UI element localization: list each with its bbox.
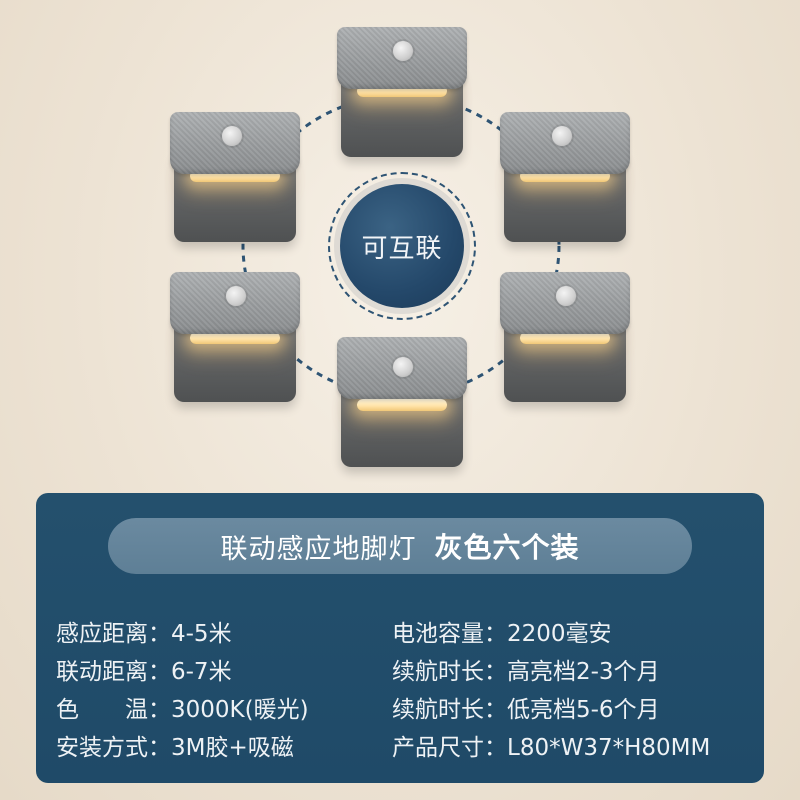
motion-sensor-icon (552, 126, 572, 146)
badge-ring (328, 172, 476, 320)
lamp-upper-right (500, 112, 630, 242)
spec-row: 色 温：3000K(暖光) (56, 690, 309, 724)
spec-key: 联动距离： (56, 659, 171, 685)
motion-sensor-icon (393, 357, 413, 377)
spec-value: 4-5米 (171, 621, 232, 647)
lamp-light-strip (520, 332, 610, 344)
spec-row: 电池容量：2200毫安 (392, 614, 612, 648)
spec-row: 安装方式：3M胶+吸磁 (56, 728, 294, 762)
spec-value: 2200毫安 (507, 621, 612, 647)
spec-value: L80*W37*H80MM (507, 735, 711, 761)
spec-value: 3M胶+吸磁 (171, 735, 294, 761)
spec-value: 高亮档2-3个月 (507, 659, 660, 685)
spec-row: 续航时长：低亮档5-6个月 (392, 690, 660, 724)
spec-key: 续航时长： (392, 659, 507, 685)
product-name: 联动感应地脚灯 (220, 533, 417, 565)
spec-key: 产品尺寸： (392, 735, 507, 761)
product-variant: 灰色六个装 (434, 531, 580, 564)
badge-text: 可互联 (361, 233, 443, 264)
lamp-lower-left (170, 272, 300, 402)
interconnect-badge: 可互联 (340, 184, 464, 308)
product-scene: 可互联 (170, 27, 630, 467)
spec-row: 联动距离：6-7米 (56, 652, 232, 686)
spec-key: 电池容量： (392, 621, 507, 647)
spec-key: 续航时长： (392, 697, 507, 723)
spec-row: 续航时长：高亮档2-3个月 (392, 652, 660, 686)
spec-key: 安装方式： (56, 735, 171, 761)
motion-sensor-icon (393, 41, 413, 61)
lamp-light-strip (357, 399, 447, 411)
motion-sensor-icon (222, 126, 242, 146)
spec-value: 6-7米 (171, 659, 232, 685)
spec-row: 产品尺寸：L80*W37*H80MM (392, 728, 710, 762)
spec-value: 3000K(暖光) (171, 697, 309, 723)
lamp-light-strip (190, 332, 280, 344)
motion-sensor-icon (226, 286, 246, 306)
lamp-upper-left (170, 112, 300, 242)
spec-key: 色 温： (56, 697, 171, 723)
lamp-lower-right (500, 272, 630, 402)
product-title-pill: 联动感应地脚灯 灰色六个装 (108, 518, 692, 574)
spec-row: 感应距离：4-5米 (56, 614, 232, 648)
spec-value: 低亮档5-6个月 (507, 697, 660, 723)
lamp-bottom (337, 337, 467, 467)
motion-sensor-icon (556, 286, 576, 306)
lamp-top (337, 27, 467, 157)
spec-key: 感应距离： (56, 621, 171, 647)
